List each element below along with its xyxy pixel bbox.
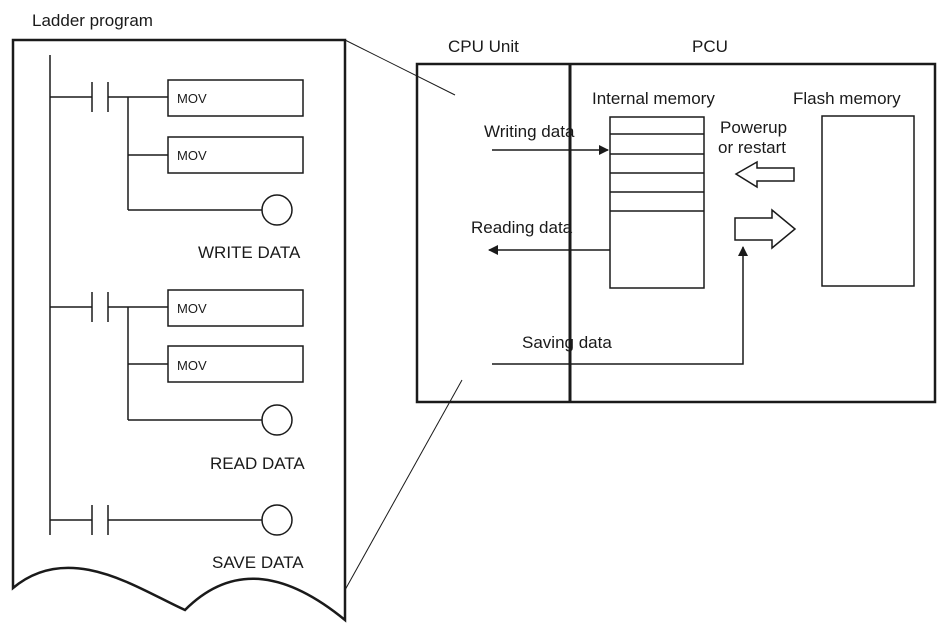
reading-data-label: Reading data: [471, 218, 573, 237]
mov-label: MOV: [177, 358, 207, 373]
mov-label: MOV: [177, 91, 207, 106]
internal-memory-label: Internal memory: [592, 89, 715, 108]
internal-memory-block: [609, 116, 705, 289]
flash-memory-label: Flash memory: [793, 89, 901, 108]
mov-label: MOV: [177, 301, 207, 316]
hollow-arrow-right: [734, 208, 797, 250]
coil-label-save: SAVE DATA: [212, 553, 304, 572]
cpu-unit-label: CPU Unit: [448, 37, 519, 56]
flash-memory-block: [821, 115, 915, 287]
rung-save: [50, 504, 293, 536]
coil-label-write: WRITE DATA: [198, 243, 301, 262]
mov-label: MOV: [177, 148, 207, 163]
writing-data-label: Writing data: [484, 122, 575, 141]
rung-read: [50, 289, 304, 436]
powerup-label: Powerup: [720, 118, 787, 137]
unit-box: [415, 62, 937, 404]
ladder-title: Ladder program: [32, 11, 153, 30]
ladder-sheet: [11, 38, 347, 623]
hollow-arrow-left: [734, 160, 795, 189]
saving-data-arrow: [492, 246, 748, 365]
rung-write: [49, 55, 304, 535]
coil-label-read: READ DATA: [210, 454, 305, 473]
restart-label: or restart: [718, 138, 786, 157]
saving-data-label: Saving data: [522, 333, 612, 352]
callout-lines: [344, 39, 463, 591]
pcu-label: PCU: [692, 37, 728, 56]
